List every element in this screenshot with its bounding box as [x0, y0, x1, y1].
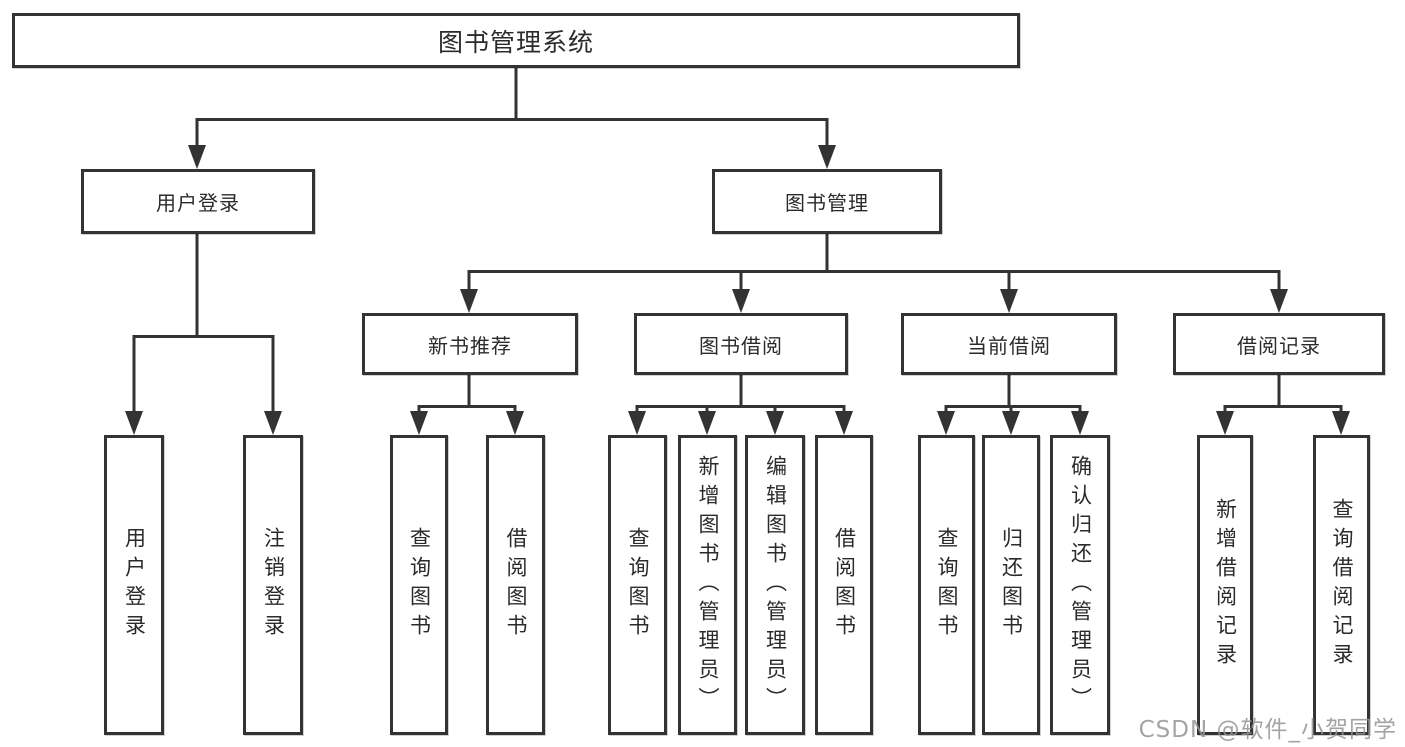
arrow-down-icon — [1332, 411, 1350, 435]
arrow-down-icon — [1000, 289, 1018, 313]
node-book-borrowing: 图书借阅 — [634, 313, 848, 375]
leaf-add-books-admin: 新增图书（管理员） — [678, 435, 737, 735]
connector-root-to-level2 — [195, 68, 829, 148]
arrow-down-icon — [506, 411, 524, 435]
connector-book-management-branch — [467, 234, 1281, 292]
arrow-down-icon — [1002, 411, 1020, 435]
arrow-down-icon — [188, 145, 206, 169]
leaf-borrow-books-recommend: 借阅图书 — [486, 435, 545, 735]
leaf-borrow-books: 借阅图书 — [815, 435, 873, 735]
connector-current-borrowing-branch — [944, 375, 1082, 414]
leaf-return-books: 归还图书 — [982, 435, 1040, 735]
leaf-edit-books-admin: 编辑图书（管理员） — [745, 435, 805, 735]
arrow-down-icon — [264, 411, 282, 435]
leaf-confirm-return-admin: 确认归还（管理员） — [1050, 435, 1110, 735]
node-user-login: 用户登录 — [81, 169, 315, 234]
arrow-down-icon — [1071, 411, 1089, 435]
node-current-borrowing: 当前借阅 — [901, 313, 1117, 375]
leaf-user-login: 用户登录 — [104, 435, 164, 735]
node-new-book-recommendation: 新书推荐 — [362, 313, 578, 375]
arrow-down-icon — [698, 411, 716, 435]
leaf-query-books-recommend: 查询图书 — [390, 435, 448, 735]
arrow-down-icon — [1270, 289, 1288, 313]
arrow-down-icon — [460, 289, 478, 313]
arrow-down-icon — [1216, 411, 1234, 435]
arrow-down-icon — [732, 289, 750, 313]
arrow-down-icon — [628, 411, 646, 435]
connector-new-book-branch — [417, 375, 517, 414]
arrowheads — [125, 145, 1350, 435]
arrow-down-icon — [818, 145, 836, 169]
csdn-watermark: CSDN @软件_小贺同学 — [1138, 717, 1397, 743]
leaf-logout: 注销登录 — [243, 435, 303, 735]
arrow-down-icon — [125, 411, 143, 435]
node-book-management: 图书管理 — [712, 169, 942, 234]
leaf-query-books-borrowing: 查询图书 — [608, 435, 667, 735]
arrow-down-icon — [835, 411, 853, 435]
leaf-add-borrow-record: 新增借阅记录 — [1197, 435, 1253, 735]
leaf-query-books-current: 查询图书 — [918, 435, 975, 735]
arrow-down-icon — [766, 411, 784, 435]
leaf-query-borrow-record: 查询借阅记录 — [1313, 435, 1370, 735]
connector-user-login-branch — [132, 234, 275, 414]
connector-book-borrowing-branch — [635, 375, 846, 414]
arrow-down-icon — [410, 411, 428, 435]
node-borrowing-records: 借阅记录 — [1173, 313, 1385, 375]
connector-borrowing-records-branch — [1223, 375, 1343, 414]
node-library-management-system: 图书管理系统 — [12, 13, 1020, 68]
arrow-down-icon — [937, 411, 955, 435]
